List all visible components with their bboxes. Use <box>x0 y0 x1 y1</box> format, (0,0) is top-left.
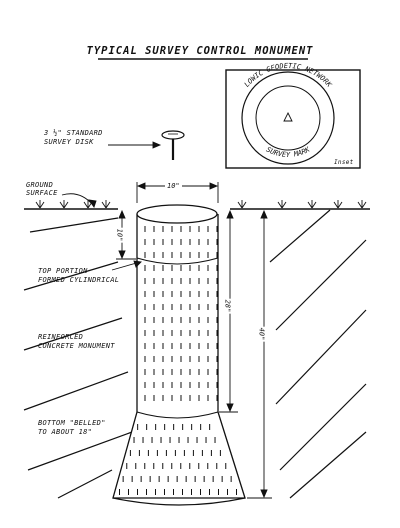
bottom-label-line2: TO ABOUT 18" <box>38 428 93 436</box>
grass-tufts <box>35 200 367 209</box>
survey-disk-icon <box>161 130 185 160</box>
concrete-label-line2: CONCRETE MONUMENT <box>38 342 115 350</box>
total-depth-dimension-label: 40" <box>257 326 266 342</box>
concrete-label-line1: REINFORCED <box>38 333 84 341</box>
concrete-monument <box>112 204 246 506</box>
top-portion-label-line1: TOP PORTION <box>38 267 88 275</box>
inset-box <box>225 69 361 169</box>
arrowhead-icon <box>88 199 97 208</box>
arrowhead-icon <box>133 260 142 268</box>
shaft-depth-dimension-label: 28" <box>223 298 232 314</box>
top-depth-dimension-label: 10" <box>115 227 124 243</box>
triangle-mark-icon <box>283 111 293 122</box>
survey-disk-label-line2: SURVEY DISK <box>44 138 94 146</box>
ground-label-line2: SURFACE <box>26 189 58 197</box>
arrowhead-icon <box>152 141 162 149</box>
inset-ring-bottom-text: SURVEY MARK <box>265 145 312 159</box>
soil-hatching-right <box>269 209 367 499</box>
inset-disk-inner-circle <box>255 85 321 151</box>
diagram-title: TYPICAL SURVEY CONTROL MONUMENT <box>86 45 314 57</box>
soil-hatching-left <box>23 217 133 499</box>
inset-disk-outer-circle <box>241 71 335 165</box>
top-depth-dimension <box>116 209 136 260</box>
top-portion-label-line2: FORMED CYLINDRICAL <box>38 276 120 284</box>
inset-label: Inset <box>334 159 354 166</box>
diameter-dimension-label: 10" <box>165 182 182 190</box>
ground-label-line1: GROUND <box>26 181 54 189</box>
total-depth-dimension <box>247 209 272 499</box>
bottom-label-line1: BOTTOM "BELLED" <box>38 419 106 427</box>
survey-disk-label-line1: 3 ½" STANDARD <box>44 129 103 137</box>
